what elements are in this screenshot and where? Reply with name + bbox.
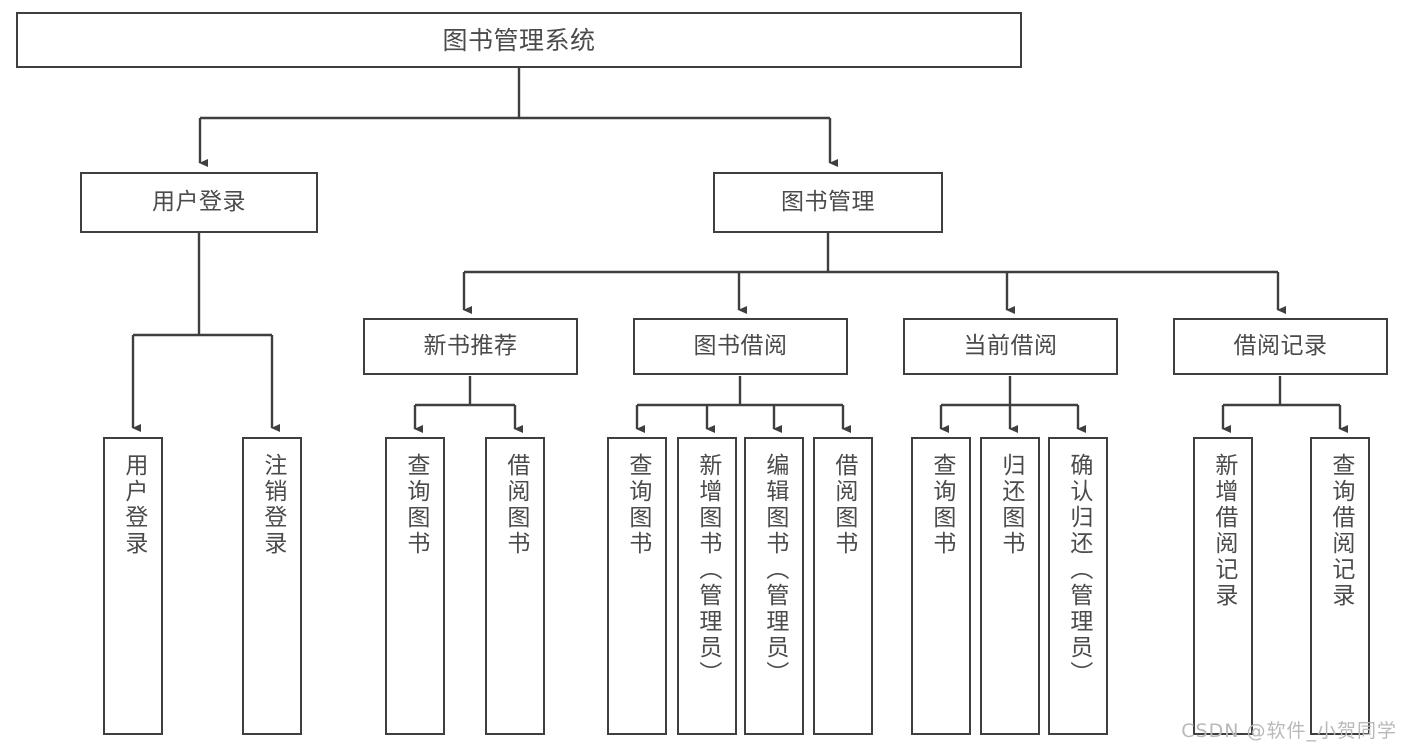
- node-label: 当前借阅: [963, 333, 1058, 360]
- node-label: 归还图书: [997, 453, 1024, 557]
- leaf-current-return-book[interactable]: 归还图书: [980, 437, 1040, 735]
- node-borrow-record[interactable]: 借阅记录: [1173, 318, 1388, 375]
- leaf-recommend-borrow-book[interactable]: 借阅图书: [485, 437, 545, 735]
- node-label: 新增图书（管理员）: [694, 453, 721, 687]
- csdn-watermark: CSDN @软件_小贺同学: [1181, 720, 1397, 742]
- node-new-book-recommend[interactable]: 新书推荐: [363, 318, 578, 375]
- leaf-borrow-query-book[interactable]: 查询图书: [607, 437, 667, 735]
- node-label: 查询借阅记录: [1327, 453, 1354, 609]
- node-label: 借阅记录: [1233, 333, 1328, 360]
- node-label: 确认归还（管理员）: [1065, 453, 1092, 687]
- node-user-login[interactable]: 用户登录: [80, 172, 318, 233]
- node-label: 注销登录: [259, 453, 286, 557]
- node-label: 借阅图书: [830, 453, 857, 557]
- node-current-borrow[interactable]: 当前借阅: [903, 318, 1118, 375]
- node-label: 查询图书: [928, 453, 955, 557]
- node-label: 查询图书: [402, 453, 429, 557]
- node-root-system[interactable]: 图书管理系统: [16, 12, 1022, 68]
- node-label: 新书推荐: [423, 333, 518, 360]
- leaf-user-login-login[interactable]: 用户登录: [103, 437, 163, 735]
- leaf-current-confirm-return[interactable]: 确认归还（管理员）: [1048, 437, 1108, 735]
- node-label: 用户登录: [120, 453, 147, 557]
- leaf-borrow-add-book[interactable]: 新增图书（管理员）: [677, 437, 737, 735]
- node-label: 新增借阅记录: [1210, 453, 1237, 609]
- node-label: 编辑图书（管理员）: [761, 453, 788, 687]
- node-label: 图书管理: [781, 189, 875, 216]
- node-label: 图书借阅: [693, 333, 788, 360]
- node-book-management[interactable]: 图书管理: [713, 172, 943, 233]
- leaf-recommend-query-book[interactable]: 查询图书: [385, 437, 445, 735]
- node-book-borrow[interactable]: 图书借阅: [633, 318, 848, 375]
- node-label: 查询图书: [624, 453, 651, 557]
- node-label: 借阅图书: [502, 453, 529, 557]
- leaf-user-login-logout[interactable]: 注销登录: [242, 437, 302, 735]
- leaf-borrow-borrow-book[interactable]: 借阅图书: [813, 437, 873, 735]
- leaf-record-add-record[interactable]: 新增借阅记录: [1193, 437, 1253, 735]
- leaf-borrow-edit-book[interactable]: 编辑图书（管理员）: [744, 437, 804, 735]
- node-label: 用户登录: [152, 189, 246, 216]
- node-label: 图书管理系统: [442, 25, 596, 55]
- leaf-record-query-record[interactable]: 查询借阅记录: [1310, 437, 1370, 735]
- leaf-current-query-book[interactable]: 查询图书: [911, 437, 971, 735]
